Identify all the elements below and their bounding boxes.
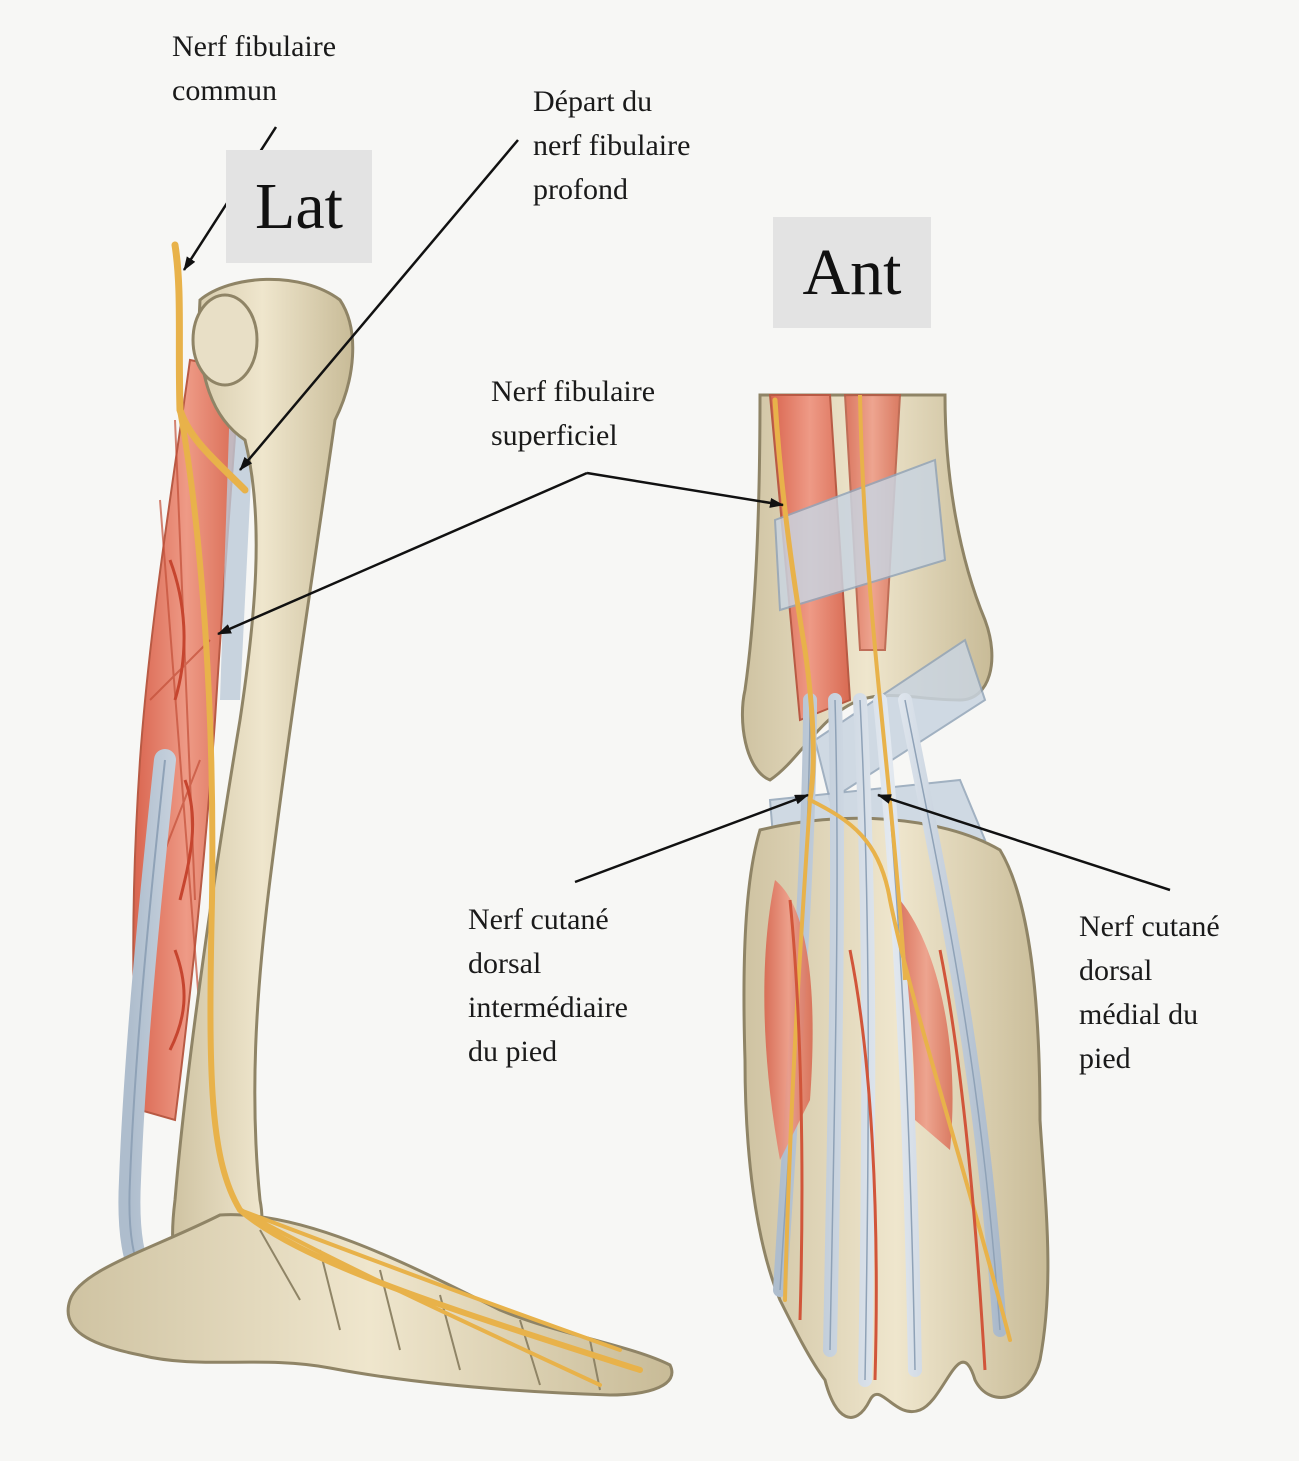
label-line: médial du — [1079, 998, 1199, 1031]
anterior-view-tag: Ant — [773, 217, 931, 328]
leader-intermediate-dorsal-cutaneous — [574, 793, 809, 884]
fibular-head — [191, 293, 259, 387]
label-line: du pied — [468, 1035, 558, 1068]
leader-superficial-fibular-lateral — [217, 471, 588, 636]
leader-superficial-fibular-anterior — [586, 471, 784, 508]
label-deep-fibular-nerve: Départ du nerf fibulaire profond — [533, 80, 690, 212]
superficial-fibular-nerve-anterior — [772, 397, 816, 803]
leader-lines — [182, 126, 1171, 892]
label-line: Nerf fibulaire — [172, 30, 337, 63]
intermediate-dorsal-cutaneous-nerve — [783, 798, 812, 1302]
label-common-fibular-nerve: Nerf fibulaire commun — [172, 25, 336, 113]
label-line: profond — [533, 173, 628, 206]
lateral-view-tag: Lat — [226, 150, 372, 263]
label-superficial-fibular-nerve: Nerf fibulaire superficiel — [491, 370, 655, 458]
label-line: Départ du — [533, 85, 653, 118]
label-line: dorsal — [1079, 954, 1153, 987]
label-line: nerf fibulaire — [533, 129, 691, 162]
label-line: Nerf cutané — [1079, 910, 1220, 943]
label-line: dorsal — [468, 947, 542, 980]
label-intermediate-dorsal-cutaneous-nerve: Nerf cutané dorsal intermédiaire du pied — [468, 898, 628, 1074]
label-line: superficiel — [491, 419, 618, 452]
lateral-foot-bones — [66, 1213, 674, 1397]
superior-extensor-retinaculum — [773, 458, 947, 612]
anterior-foot-view — [740, 393, 1050, 1419]
label-line: pied — [1079, 1042, 1131, 1075]
leader-medial-dorsal-cutaneous — [877, 793, 1171, 892]
label-medial-dorsal-cutaneous-nerve: Nerf cutané dorsal médial du pied — [1079, 905, 1220, 1081]
label-line: Nerf cutané — [468, 903, 609, 936]
label-line: Nerf fibulaire — [491, 375, 656, 408]
lateral-leg-view — [66, 241, 674, 1397]
leader-deep-fibular — [239, 139, 519, 471]
anterior-foot-bones — [742, 816, 1050, 1419]
label-line: commun — [172, 74, 277, 107]
label-line: intermédiaire — [468, 991, 628, 1024]
